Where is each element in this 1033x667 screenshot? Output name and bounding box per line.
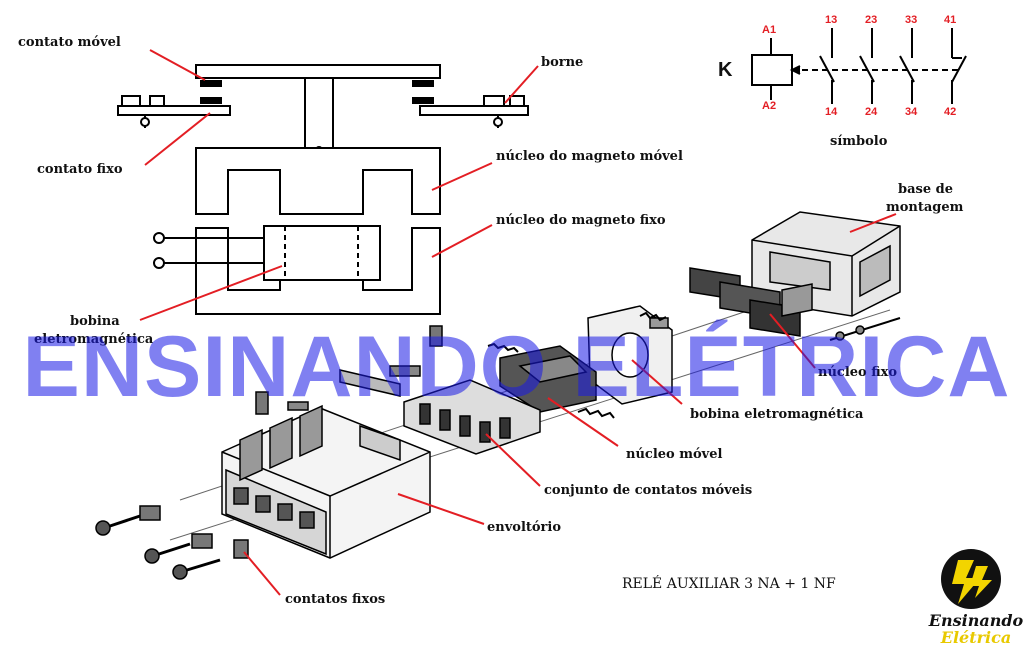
terminal-top-2: 23 (865, 14, 878, 26)
leader-conjunto (485, 433, 541, 487)
relay-symbol (751, 28, 967, 104)
leader-nucleo-fixo-exp (769, 313, 816, 369)
fixed-core-parts (689, 267, 813, 337)
terminal-bottom-1: 14 (825, 106, 838, 118)
watermark: ENSINANDO ELÉTRICA (22, 319, 1011, 415)
label-borne: borne (541, 55, 584, 70)
terminal-top-1: 13 (825, 14, 838, 26)
label-nucleo-magneto-fixo: núcleo do magneto fixo (496, 213, 666, 228)
terminal-screws (95, 505, 249, 580)
leader-borne (504, 65, 539, 104)
label-conjunto-contatos: conjunto de contatos móveis (544, 483, 753, 498)
leader-nucleo-fixo (431, 224, 493, 258)
symbol-caption: símbolo (830, 134, 888, 149)
moving-contact-bar (195, 64, 441, 79)
leader-lines (139, 49, 897, 596)
terminal-a1: A1 (762, 24, 777, 36)
label-bobina-eletromagnetica: bobina eletromagnética (690, 407, 864, 422)
leader-contato-movel (149, 49, 206, 81)
leader-contato-fixo (144, 112, 211, 166)
diagram-title: RELÉ AUXILIAR 3 NA + 1 NF (622, 576, 836, 592)
exploded-view (95, 211, 901, 580)
fixed-contact-left (117, 95, 231, 128)
terminal-top-4: 41 (944, 14, 957, 26)
label-contato-movel: contato móvel (18, 35, 121, 50)
label-nucleo-magneto-movel: núcleo do magneto móvel (496, 149, 683, 164)
small-parts-top (255, 325, 443, 415)
label-contato-fixo: contato fixo (37, 162, 123, 177)
ensinando-eletrica-logo (941, 549, 1001, 609)
label-bobina-line1: bobina (70, 314, 120, 329)
terminal-bottom-2: 24 (865, 106, 878, 118)
leader-nucleo-movel (431, 162, 493, 191)
label-bobina-line2: eletromagnética (34, 332, 154, 347)
leader-envoltorio (397, 493, 485, 525)
schematic-relay (117, 64, 529, 315)
logo-line2: Elétrica (940, 628, 1012, 647)
terminal-a2: A2 (762, 100, 777, 112)
label-nucleo-fixo: núcleo fixo (818, 365, 898, 380)
stem (304, 77, 334, 151)
terminal-bottom-4: 42 (944, 106, 957, 118)
screws-right (829, 317, 901, 341)
leader-nucleo-movel-exp (547, 397, 619, 447)
terminal-top-3: 33 (905, 14, 918, 26)
logo-text: Ensinando Elétrica (926, 612, 1026, 646)
leader-contatos-fixos (243, 551, 281, 596)
moving-contacts-assembly (403, 379, 541, 455)
leader-bobina-exp (631, 359, 683, 405)
coil-symbol (751, 54, 793, 86)
leader-base (849, 213, 897, 233)
label-contatos-fixos: contatos fixos (285, 592, 386, 607)
housing (221, 404, 431, 559)
moving-magnet-core (195, 147, 441, 215)
moving-core-exploded (499, 345, 597, 413)
fixed-contact-right (412, 95, 529, 128)
label-base-line2: montagem (886, 200, 964, 215)
label-envoltorio: envoltório (487, 520, 562, 535)
logo-line1: Ensinando (928, 611, 1024, 630)
label-nucleo-movel: núcleo móvel (626, 447, 723, 462)
springs (487, 311, 667, 419)
label-base-line1: base de (898, 182, 953, 197)
terminal-bottom-3: 34 (905, 106, 918, 118)
coil (263, 225, 381, 281)
leader-bobina (139, 265, 283, 321)
coil-letter: K (718, 59, 733, 81)
